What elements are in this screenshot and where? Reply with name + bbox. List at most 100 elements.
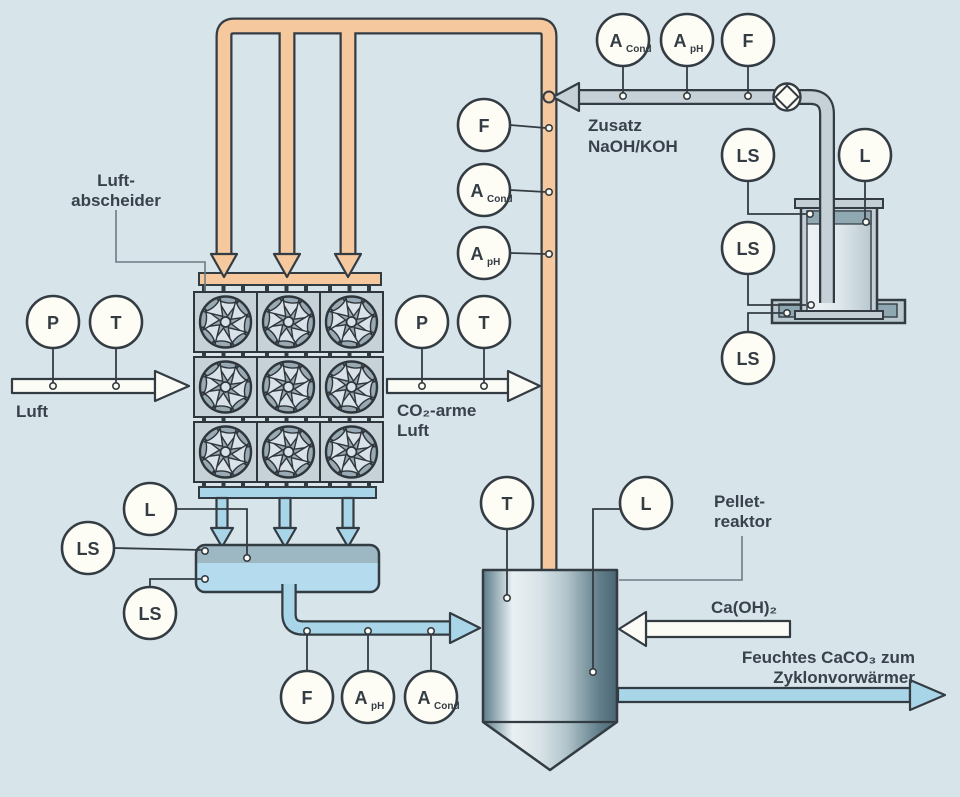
svg-text:P: P [416,313,428,333]
label-caco3-line1: Feuchtes CaCO₃ zum [742,648,915,667]
label-caco3-line2: Zyklonvorwärmer [773,668,915,687]
svg-text:F: F [302,688,313,708]
drain-arrows [209,496,361,549]
instrument-ls-tank-lower: LS [720,330,776,386]
label-zusatz-line1: Zusatz [588,116,642,135]
svg-text:A: A [674,31,687,51]
basin-rim-band [196,545,379,563]
tank-interior [806,210,872,313]
svg-text:L: L [145,500,156,520]
caoh2-inlet [617,610,792,648]
svg-text:T: T [479,313,490,333]
caoh2-arrowhead [617,610,648,648]
fan-unit [192,420,259,484]
svg-text:LS: LS [736,239,759,259]
svg-text:Cond: Cond [626,44,652,55]
instrument-ls-basin-lower: LS [122,585,178,641]
solvent-pipe-network [215,17,558,572]
air-inlet-arrow [10,369,191,403]
svg-text:L: L [860,146,871,166]
svg-text:pH: pH [371,701,384,712]
fan-unit [255,355,322,419]
svg-text:LS: LS [736,146,759,166]
label-co2arme-line2: Luft [397,421,429,440]
fan-unit [255,420,322,484]
label-luftabscheider-line1: Luft- [97,171,135,190]
label-caoh2: Ca(OH)₂ [711,598,777,617]
label-zusatz-line2: NaOH/KOH [588,137,678,156]
instrument-p-air-in: P [25,294,81,350]
instrument-ls-basin-upper: LS [60,520,116,576]
label-luftabscheider-line2: abscheider [71,191,161,210]
instrument-t-air-in: T [88,294,144,350]
label-pellet-line1: Pellet- [714,492,765,511]
instrument-f-top: F [720,12,776,68]
svg-text:LS: LS [736,349,759,369]
svg-text:Cond: Cond [487,194,513,205]
svg-text:A: A [471,244,484,264]
svg-text:T: T [502,494,513,514]
tank-bottom-flange [794,310,884,320]
svg-text:F: F [479,116,490,136]
naoh-flow-arrowhead [551,81,581,113]
tank-headspace [806,210,872,225]
caco3-outlet [616,678,947,712]
caco3-arrowhead [908,678,947,712]
dosing-pump-diamond [774,84,800,110]
instrument-p-air-out: P [394,294,450,350]
label-luft-in: Luft [16,402,48,421]
luftabscheider-leader [115,210,206,291]
air-outlet-arrow [385,369,542,403]
collection-basin [194,496,381,594]
svg-text:pH: pH [487,257,500,268]
naoh-dosing-pipe [542,81,835,303]
spray-arrowhead [272,252,302,279]
label-pellet-line2: reaktor [714,512,772,531]
contactor-drain-tray [198,486,377,499]
fan-unit [318,420,385,484]
instrument-t-reactor: T [479,475,535,531]
instrument-f-riser: F [456,97,512,153]
instrument-l-basin: L [122,481,178,537]
svg-text:A: A [610,31,623,51]
fan-grid [192,290,385,484]
instrument-ls-tank-middle: LS [720,220,776,276]
svg-text:A: A [471,181,484,201]
riser-junction [542,90,556,104]
svg-text:A: A [355,688,368,708]
instrument-ls-tank-upper: LS [720,127,776,183]
fan-unit [192,290,259,354]
instrument-connectors [48,66,870,676]
instrument-l-tank: L [837,127,893,183]
spray-arrowhead [333,252,363,279]
svg-text:L: L [641,494,652,514]
svg-text:A: A [418,688,431,708]
svg-text:Cond: Cond [434,701,460,712]
feed-arrowhead [448,611,482,645]
fan-unit [255,290,322,354]
reactor-body [481,568,619,772]
svg-text:LS: LS [138,604,161,624]
instrument-l-reactor: L [618,475,674,531]
reactor-feed-pipe [281,584,482,645]
svg-text:pH: pH [690,44,703,55]
fan-unit [318,355,385,419]
svg-text:F: F [743,31,754,51]
fan-unit [318,290,385,354]
svg-text:P: P [47,313,59,333]
naoh-tank [770,198,907,325]
pellet-reaktor-leader [619,536,743,581]
air-contactor [192,252,385,499]
instrument-f-feed: F [279,669,335,725]
fan-unit [192,355,259,419]
tank-top-flange [794,198,884,209]
label-co2arme-line1: CO₂-arme [397,401,476,420]
